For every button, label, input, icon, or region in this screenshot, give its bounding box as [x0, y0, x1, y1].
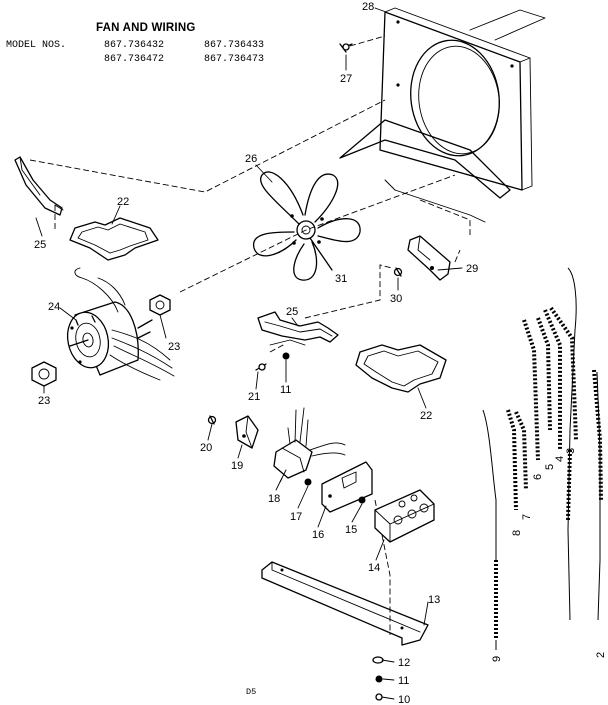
callout-19: 19 [231, 460, 243, 472]
bracket-part-29 [407, 235, 461, 281]
callout-8: 8 [511, 530, 523, 536]
screw-part-10 [375, 693, 383, 701]
fan-blade-part-26 [253, 171, 361, 281]
nut-part-23 [149, 294, 171, 316]
callout-10: 10 [398, 694, 410, 705]
callout-21: 21 [248, 391, 260, 403]
callout-24: 24 [48, 301, 60, 313]
screw-part-20 [207, 415, 217, 425]
callout-27: 27 [340, 73, 352, 85]
callout-15: 15 [345, 524, 357, 536]
callout-20: 20 [200, 442, 212, 454]
callout-13: 13 [428, 594, 440, 606]
motor-bracket-part-25 [257, 311, 339, 346]
callout-16: 16 [312, 529, 324, 541]
model-number: 867.736433 [204, 40, 265, 51]
diagram-title: FAN AND WIRING [96, 22, 196, 34]
screw-part-17 [304, 478, 312, 486]
gasket-part-22 [69, 217, 159, 261]
screw-part-21 [255, 363, 267, 371]
set-screw-part-31 [309, 237, 333, 271]
callout-23: 23 [38, 395, 50, 407]
callout-31: 31 [335, 273, 347, 285]
relay-part-18 [273, 407, 346, 483]
terminal-block-part-14 [374, 489, 435, 543]
wiring-harness [482, 267, 603, 650]
callout-labels: 28 27 26 22 25 31 29 30 24 23 23 25 21 1… [34, 1, 607, 705]
callout-30: 30 [390, 293, 402, 305]
callout-12: 12 [398, 657, 410, 669]
base-plate-part-13 [261, 561, 429, 646]
callout-28: 28 [362, 1, 374, 13]
fan-shroud-part-28 [339, 7, 546, 223]
callout-17: 17 [290, 511, 302, 523]
washer-part-12 [372, 656, 384, 664]
assembly-guide-lines [29, 99, 471, 635]
nut-part-23 [31, 361, 57, 387]
callout-26: 26 [245, 153, 257, 165]
callout-18: 18 [268, 493, 280, 505]
callout-11: 11 [398, 675, 409, 687]
callout-2: 2 [595, 652, 607, 658]
callout-4: 4 [554, 456, 566, 462]
connector-part-19 [235, 415, 259, 449]
callout-7: 7 [521, 514, 533, 520]
callout-25: 25 [34, 239, 46, 251]
model-number: 867.736473 [204, 54, 265, 65]
callout-14: 14 [368, 562, 380, 574]
washer-part-11 [375, 675, 383, 683]
screw-part-30 [393, 267, 403, 277]
callout-6: 6 [532, 474, 544, 480]
screw-part-15 [358, 496, 366, 504]
fan-motor-part-24 [66, 267, 175, 381]
callout-22: 22 [117, 196, 129, 208]
washer-part-11 [282, 352, 290, 360]
screw-part-27 [339, 35, 386, 53]
callout-29: 29 [466, 263, 478, 275]
callout-25: 25 [286, 306, 298, 318]
model-number: 867.736432 [104, 40, 165, 51]
mounting-plate-part-16 [321, 461, 373, 513]
callout-23: 23 [168, 341, 180, 353]
callout-22: 22 [420, 410, 432, 422]
leader-lines [35, 7, 463, 700]
model-number: 867.736472 [104, 54, 165, 65]
callout-5: 5 [544, 464, 556, 470]
callout-3: 3 [565, 448, 577, 454]
model-numbers-label: MODEL NOS. [6, 40, 67, 51]
page-code: D5 [246, 687, 257, 697]
motor-bracket-part-25 [14, 156, 64, 216]
callout-9: 9 [491, 656, 503, 662]
callout-11: 11 [280, 384, 291, 396]
gasket-part-22 [355, 344, 447, 393]
